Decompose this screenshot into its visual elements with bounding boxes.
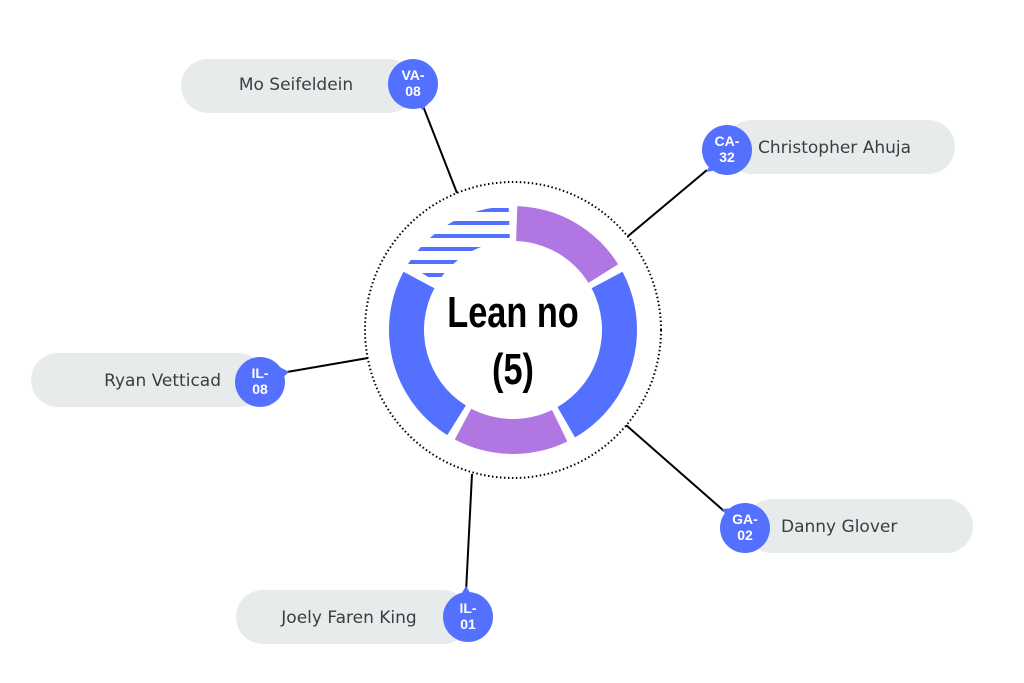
name-pill [31, 353, 265, 407]
connector-line [465, 473, 473, 593]
district-number: 01 [460, 616, 476, 632]
connector-line [626, 169, 708, 238]
member-name: Danny Glover [781, 517, 897, 537]
member-node[interactable]: Danny Glover GA- 02 [720, 499, 973, 553]
district-badge [388, 59, 438, 109]
member-node[interactable]: Ryan Vetticad IL- 08 [31, 353, 289, 407]
name-pill [236, 590, 470, 644]
district-state: IL- [251, 365, 268, 381]
ring-segment-5 [407, 206, 510, 283]
district-number: 32 [719, 149, 735, 165]
district-state: VA- [401, 67, 424, 83]
center-label-line1: Lean no [447, 288, 579, 337]
district-state: GA- [732, 511, 758, 527]
ring-segment-2 [557, 271, 637, 438]
connector-line [286, 357, 369, 373]
ring-segment-4 [389, 271, 466, 436]
center-label: Lean no (5) [447, 288, 579, 394]
district-state: CA- [715, 133, 740, 149]
member-node[interactable]: Mo Seifeldein VA- 08 [181, 59, 438, 113]
member-name: Christopher Ahuja [758, 138, 911, 158]
connector-line [422, 105, 458, 194]
name-pill [181, 59, 415, 113]
district-badge [702, 125, 752, 175]
district-badge [443, 592, 493, 642]
name-pill [745, 499, 973, 553]
ring-segment-1 [516, 206, 619, 283]
connector-lines [286, 105, 725, 593]
member-name: Joely Faren King [280, 608, 416, 628]
member-node[interactable]: Joely Faren King IL- 01 [236, 586, 493, 644]
donut-ring [389, 206, 637, 454]
district-number: 08 [252, 381, 268, 397]
name-pill [725, 120, 955, 174]
district-badge [720, 503, 770, 553]
member-node[interactable]: Christopher Ahuja CA- 32 [702, 120, 955, 175]
district-number: 08 [405, 83, 421, 99]
member-name: Mo Seifeldein [239, 75, 353, 95]
district-state: IL- [459, 600, 476, 616]
district-badge [235, 357, 285, 407]
connector-line [625, 424, 725, 512]
district-number: 02 [737, 527, 753, 543]
ring-segment-3 [454, 408, 568, 454]
center-label-line2: (5) [492, 345, 534, 394]
member-name: Ryan Vetticad [104, 371, 221, 391]
